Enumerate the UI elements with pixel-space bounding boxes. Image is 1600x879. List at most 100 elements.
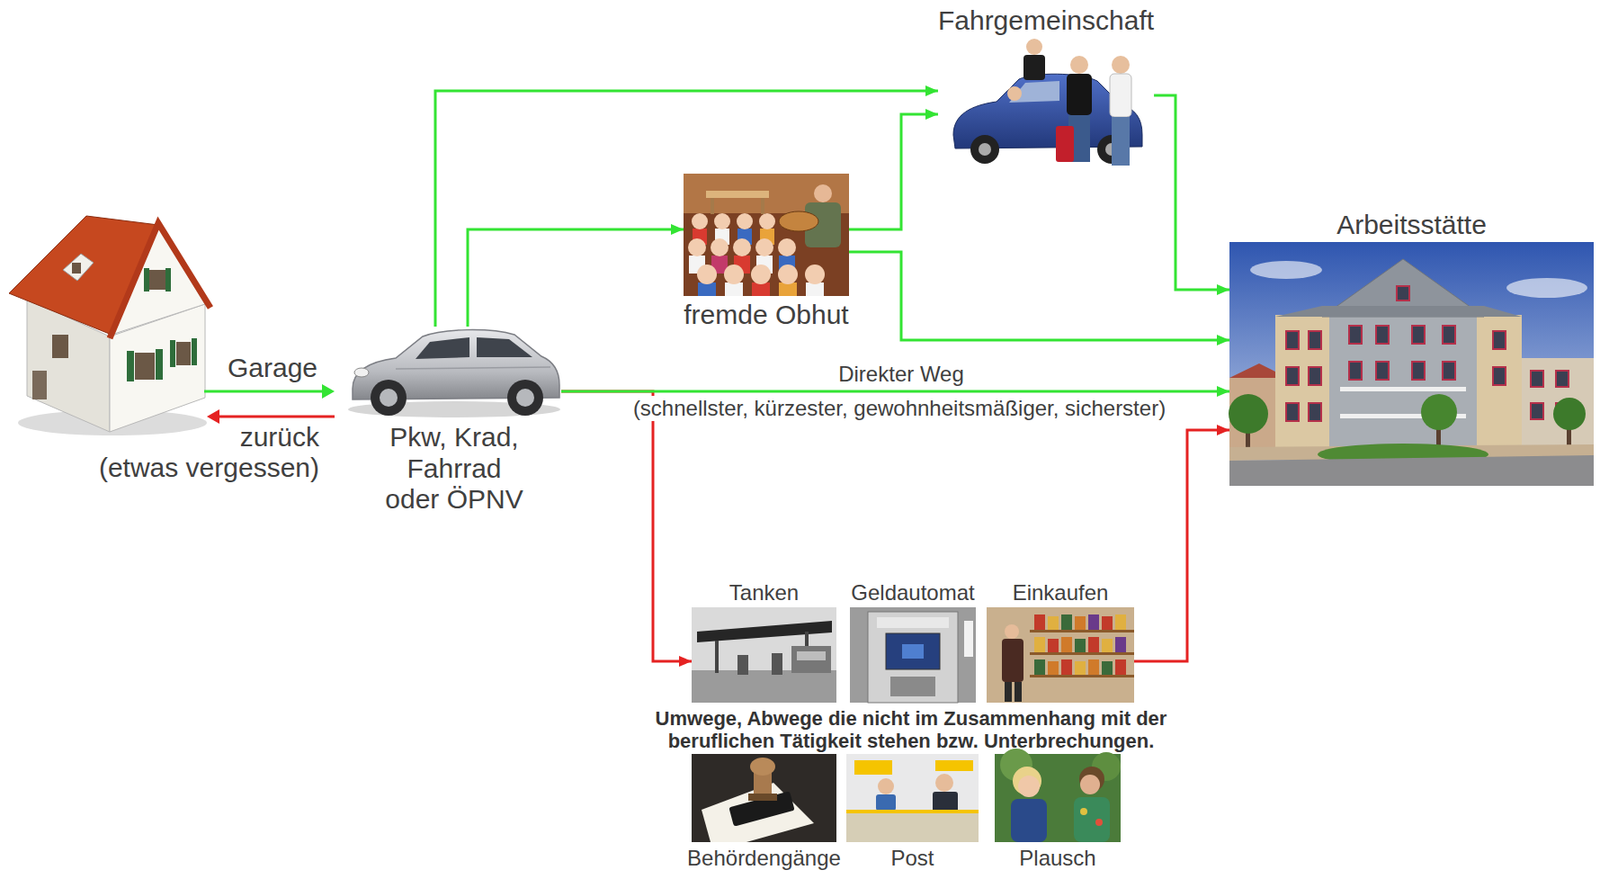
workplace-illustration — [1340, 386, 1466, 392]
petrol-station-photo — [796, 651, 826, 661]
connector-arrow — [849, 114, 939, 230]
childcare-illustration — [706, 190, 769, 198]
garage-arrows — [321, 384, 335, 399]
shopping-photo — [1101, 661, 1113, 675]
workplace-illustration — [1229, 455, 1594, 486]
cash-machine-photo — [867, 611, 958, 703]
childcare-box: fremde Obhut — [683, 173, 850, 331]
cash-machine-photo — [849, 607, 976, 703]
vehicle-illustration — [348, 330, 561, 418]
office-stamp-photo — [728, 790, 795, 826]
post-office-photo — [846, 753, 979, 842]
workplace-illustration — [1229, 241, 1594, 486]
workplace-illustration — [1442, 361, 1456, 380]
picture-caption: Post — [890, 845, 934, 871]
picture-heading: Tanken — [729, 580, 799, 606]
shopping-photo — [1061, 636, 1073, 653]
childcare-illustration — [777, 238, 796, 257]
childcare-illustration — [732, 238, 751, 257]
route-note: (schnellster, kürzester, gewohnheitsmäßi… — [629, 395, 1170, 421]
workplace-illustration — [1442, 325, 1456, 344]
childcare-illustration — [688, 238, 707, 257]
shopping-photo — [1004, 681, 1012, 702]
carpool-box: Fahrgemeinschaft — [938, 5, 1154, 170]
picture-frame — [849, 607, 976, 703]
workplace-illustration — [1396, 286, 1410, 301]
vehicle-box: Pkw, Krad, Fahrrad oder ÖPNV — [347, 326, 562, 516]
post-office-photo — [875, 794, 896, 811]
house-picture — [52, 334, 69, 358]
garage-arrows — [204, 384, 335, 424]
carpool-illustration — [1023, 54, 1046, 81]
picture-frame — [1229, 241, 1594, 486]
childcare-illustration — [714, 213, 731, 230]
workplace-illustration — [1286, 402, 1299, 421]
picture-frame — [347, 326, 562, 419]
picture-frame — [683, 173, 850, 296]
workplace-illustration — [1349, 325, 1362, 344]
petrol-station-photo — [737, 654, 749, 675]
office-stamp-photo — [748, 793, 778, 801]
house-picture — [176, 341, 191, 366]
childcare-illustration — [736, 213, 753, 230]
childcare-illustration — [759, 213, 776, 230]
shopping-photo — [1088, 636, 1100, 653]
childcare-illustration — [755, 238, 774, 257]
workplace-illustration — [1506, 277, 1588, 298]
cash-machine-photo — [876, 616, 949, 628]
carpool-illustration — [1007, 86, 1022, 101]
shopping-photo — [1074, 661, 1086, 675]
shopping-photo — [1061, 614, 1073, 630]
chat-photo — [1080, 807, 1088, 815]
workplace-illustration — [1412, 325, 1425, 344]
house-picture — [62, 253, 94, 281]
garage-arrows — [206, 409, 220, 424]
childcare-illustration — [691, 213, 708, 230]
shopping-photo — [1029, 629, 1135, 633]
picture-heading: Fahrgemeinschaft — [938, 5, 1154, 37]
chat-photo — [1018, 775, 1040, 797]
shopping-photo — [1014, 681, 1022, 702]
cash-machine-photo — [890, 676, 936, 697]
picture-frame — [691, 607, 837, 703]
childcare-illustration — [804, 264, 825, 285]
detour-box: Behördengänge — [687, 753, 841, 871]
workplace-illustration — [1308, 366, 1322, 385]
workplace-illustration — [1275, 305, 1522, 317]
house-picture — [155, 348, 163, 380]
cash-machine-photo — [964, 620, 974, 657]
childcare-illustration — [683, 173, 850, 296]
petrol-station-photo — [691, 607, 837, 703]
petrol-station-photo — [715, 640, 719, 673]
childcare-illustration — [777, 264, 798, 285]
shopping-photo — [1029, 652, 1135, 655]
house-picture — [32, 370, 47, 400]
house-picture — [143, 268, 150, 292]
workplace-illustration — [1492, 366, 1506, 385]
picture-caption: fremde Obhut — [683, 299, 849, 331]
connector-arrow — [435, 90, 939, 327]
petrol-station-photo — [791, 645, 832, 673]
garage-arrows — [218, 415, 335, 419]
group-caption: Umwege, Abwege die nicht im Zusammenhang… — [605, 706, 1217, 753]
shopping-photo — [1047, 616, 1059, 630]
picture-frame — [691, 753, 837, 842]
edge-note: Garage — [227, 352, 318, 385]
carpool-illustration — [947, 37, 1145, 169]
house-picture — [71, 262, 81, 274]
cash-machine-photo — [902, 643, 924, 659]
carpool-illustration — [1055, 125, 1074, 162]
connector-arrow — [561, 391, 692, 662]
childcare-illustration — [683, 173, 850, 296]
shopping-photo — [1088, 659, 1100, 675]
post-office-photo — [846, 753, 979, 842]
picture-frame — [986, 607, 1135, 703]
workplace-illustration — [1286, 366, 1299, 385]
vehicle-illustration — [370, 379, 407, 416]
vehicle-illustration — [379, 388, 398, 407]
picture-heading: Geldautomat — [850, 580, 975, 606]
shopping-photo — [1115, 636, 1127, 653]
post-office-photo — [935, 759, 974, 771]
workplace-illustration — [1308, 330, 1322, 349]
